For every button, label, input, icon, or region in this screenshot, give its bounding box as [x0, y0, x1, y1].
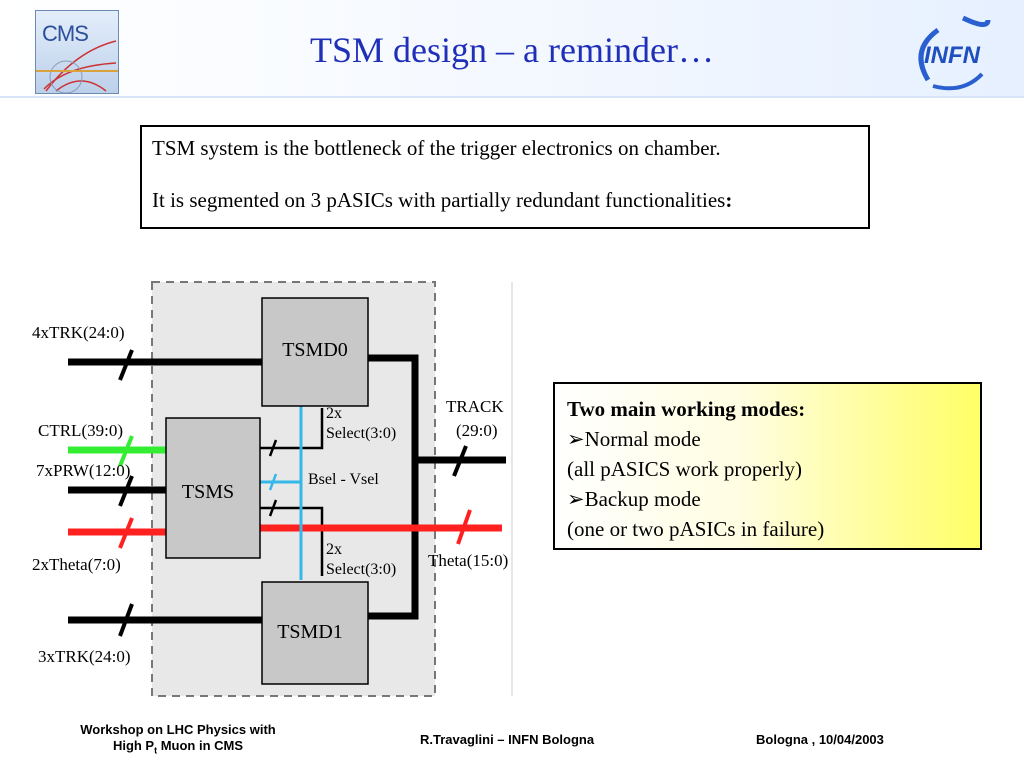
- tsmd1-label: TSMD1: [277, 621, 343, 643]
- trk-top-label: 4xTRK(24:0): [32, 323, 125, 342]
- cms-logo-graphic: [36, 40, 118, 93]
- bullet-arrow-icon: ➢: [567, 487, 585, 511]
- track-output-bus: [368, 354, 419, 620]
- prw-label: 7xPRW(12:0): [36, 461, 130, 480]
- ctrl-label: CTRL(39:0): [38, 421, 123, 440]
- infn-logo-text: INFN: [924, 42, 980, 69]
- select-top-slash: [268, 439, 278, 457]
- tsms-block: [165, 417, 261, 559]
- cms-logo: CMS: [35, 10, 119, 94]
- footer-line2-pre: High P: [112, 738, 155, 753]
- modes-heading: Two main working modes:: [567, 397, 806, 421]
- cms-logo-text: CMS: [42, 21, 89, 46]
- slide-title: TSM design – a reminder…: [310, 30, 714, 70]
- header-divider: [0, 96, 1024, 98]
- tsmd0-label: TSMD0: [282, 339, 348, 361]
- footer-line2-sub: t: [154, 745, 158, 756]
- select-bottom-label: Select(3:0): [326, 561, 396, 578]
- slide-header: CMS TSM design – a reminder… INFN: [0, 0, 1024, 98]
- intro-line-1: TSM system is the bottleneck of the trig…: [152, 136, 721, 160]
- infn-logo-graphic: [918, 15, 991, 91]
- theta-in-slash: [118, 517, 134, 549]
- select-top-label: Select(3:0): [326, 425, 396, 442]
- mode1-label: Normal mode: [584, 427, 701, 451]
- select-top-line: [260, 408, 324, 450]
- ctrl-slash: [118, 435, 134, 467]
- theta-in-label: 2xTheta(7:0): [32, 555, 121, 574]
- bsel-slash: [268, 473, 278, 491]
- track-label-1: TRACK: [446, 397, 504, 416]
- trk-top-slash: [118, 349, 134, 381]
- track-out-slash: [452, 445, 468, 477]
- mode2-description: (one or two pASICs in failure): [567, 517, 825, 541]
- bsel-vsel-label: Bsel - Vsel: [308, 471, 379, 488]
- tsms-label: TSMS: [182, 481, 234, 503]
- tsmd1-block: [261, 581, 369, 685]
- prw-slash: [118, 475, 134, 507]
- footer-date: Bologna , 10/04/2003: [756, 732, 884, 747]
- footer-author: R.Travaglini – INFN Bologna: [420, 732, 595, 747]
- theta-out-label: Theta(15:0): [428, 551, 508, 570]
- working-modes-textbox: Two main working modes: ➢Normal mode (al…: [553, 382, 982, 550]
- trk-bottom-slash: [118, 603, 134, 637]
- track-label-2: (29:0): [456, 421, 498, 440]
- intro-textbox: TSM system is the bottleneck of the trig…: [140, 125, 870, 229]
- theta-out-slash: [456, 509, 472, 545]
- select-bottom-line: [260, 506, 324, 576]
- footer-line2-post: Muon in CMS: [157, 738, 244, 753]
- bullet-arrow-icon: ➢: [567, 427, 585, 451]
- tsmd0-block: [261, 297, 369, 407]
- footer-workshop-line2: High Pt Muon in CMS: [48, 738, 308, 759]
- mode2-item: ➢Backup mode: [567, 484, 968, 514]
- footer-workshop: Workshop on LHC Physics with High Pt Muo…: [48, 722, 308, 759]
- select-bottom-slash: [268, 499, 278, 517]
- intro-line-2-text: It is segmented on 3 pASICs with partial…: [152, 188, 726, 212]
- footer-workshop-line1: Workshop on LHC Physics with: [80, 722, 276, 737]
- intro-line-2-colon: :: [725, 188, 733, 212]
- select-top-count: 2x: [326, 405, 342, 422]
- trk-bottom-label: 3xTRK(24:0): [38, 647, 131, 666]
- mode1-description: (all pASICS work properly): [567, 457, 803, 481]
- tsm-block-diagram: TSMD0 TSMS TSMD1 4xTRK(24:0) CTRL(39:0) …: [32, 281, 513, 697]
- mode1-item: ➢Normal mode: [567, 424, 968, 454]
- mode2-label: Backup mode: [584, 487, 701, 511]
- intro-line-2: It is segmented on 3 pASICs with partial…: [152, 187, 858, 213]
- select-bottom-count: 2x: [326, 541, 342, 558]
